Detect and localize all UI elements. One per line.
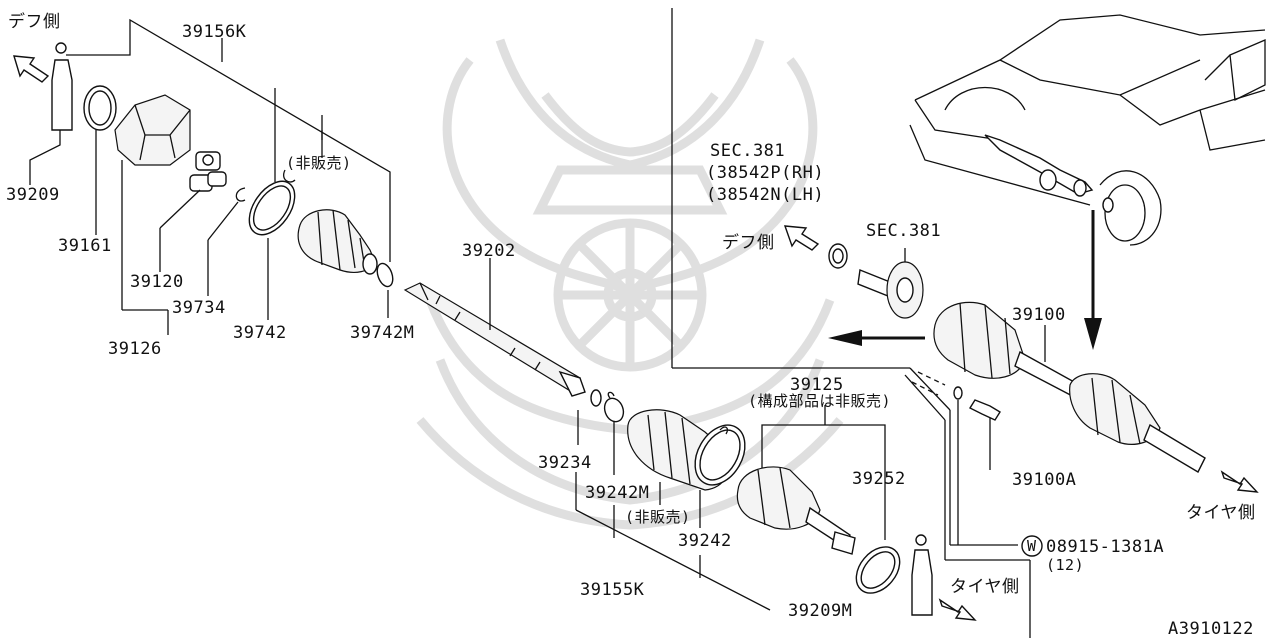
spider-39120[interactable] bbox=[159, 151, 227, 272]
ring-39234[interactable] bbox=[575, 389, 771, 611]
label-39126: 39126 bbox=[108, 339, 162, 359]
ring-39252[interactable] bbox=[847, 539, 908, 602]
label-tire-side-right: タイヤ側 bbox=[1186, 503, 1256, 523]
label-not-sold-left: (非販売) bbox=[286, 154, 352, 172]
label-washer-symbol: W bbox=[1027, 537, 1037, 555]
label-not-sold-right: (非販売) bbox=[625, 508, 691, 526]
label-39161: 39161 bbox=[58, 236, 112, 256]
ring-39161[interactable] bbox=[83, 85, 117, 235]
group-39156k bbox=[66, 18, 391, 262]
label-sec381-top: SEC.381 bbox=[710, 141, 785, 161]
label-39242m: 39242M bbox=[585, 483, 649, 503]
vehicle-outline bbox=[909, 14, 1266, 246]
label-diff-side-top: デフ側 bbox=[8, 11, 61, 32]
label-38542n: (38542N(LH) bbox=[706, 185, 824, 205]
pointer-arrow-down bbox=[1084, 210, 1102, 350]
label-diff-side-middle: デフ側 bbox=[722, 232, 775, 253]
label-39120: 39120 bbox=[130, 272, 184, 292]
grease-tube-39209[interactable] bbox=[29, 42, 73, 185]
label-39155k: 39155K bbox=[580, 580, 645, 600]
tire-side-arrow-right bbox=[1220, 470, 1259, 493]
frame-lines bbox=[671, 8, 1031, 638]
label-39742: 39742 bbox=[233, 323, 287, 343]
label-39100a: 39100A bbox=[1012, 470, 1076, 490]
label-08915: 08915-1381A bbox=[1046, 537, 1164, 557]
label-39125: 39125 bbox=[790, 375, 844, 395]
watermark-crest bbox=[416, 38, 844, 530]
label-sec381-right: SEC.381 bbox=[866, 221, 941, 241]
label-qty-12: (12) bbox=[1046, 556, 1084, 574]
label-39234: 39234 bbox=[538, 453, 592, 473]
clamp-39742m[interactable] bbox=[374, 261, 395, 318]
label-38542p: (38542P(RH) bbox=[706, 163, 824, 183]
label-tire-side-bottom: タイヤ側 bbox=[950, 577, 1020, 597]
cv-joint-39125[interactable] bbox=[736, 405, 886, 555]
shaft-39202[interactable] bbox=[403, 258, 586, 397]
pointer-arrow-left bbox=[828, 330, 925, 346]
labels: デフ側 39156K 39209 39161 39120 39734 39126… bbox=[6, 11, 1256, 638]
seal-38542[interactable] bbox=[828, 243, 848, 269]
boot-left[interactable] bbox=[297, 209, 378, 275]
grease-tube-39209m[interactable] bbox=[911, 534, 933, 616]
bolt-39100a[interactable] bbox=[911, 371, 1001, 545]
band-39742[interactable] bbox=[240, 169, 304, 320]
label-39202: 39202 bbox=[462, 241, 516, 261]
drive-shaft-39100[interactable] bbox=[933, 301, 1206, 473]
tire-side-arrow-bottom bbox=[938, 598, 977, 621]
label-diagram-code: A3910122 bbox=[1168, 619, 1254, 638]
label-39209: 39209 bbox=[6, 185, 60, 205]
diff-side-arrow-top bbox=[13, 55, 50, 83]
label-39242: 39242 bbox=[678, 531, 732, 551]
label-39734: 39734 bbox=[172, 298, 226, 318]
label-kit-not-sold: (構成部品は非販売) bbox=[748, 392, 891, 410]
clip-39242m[interactable] bbox=[601, 391, 626, 538]
label-39156k: 39156K bbox=[182, 22, 247, 42]
label-39742m: 39742M bbox=[350, 323, 414, 343]
joint-housing[interactable] bbox=[114, 94, 191, 335]
diff-side-arrow-middle bbox=[783, 225, 820, 251]
label-39209m: 39209M bbox=[788, 601, 852, 621]
label-39100: 39100 bbox=[1012, 305, 1066, 325]
label-39252: 39252 bbox=[852, 469, 906, 489]
flange-sec381[interactable] bbox=[857, 248, 924, 319]
washer-symbol-icon bbox=[1021, 535, 1043, 557]
snap-ring-39734[interactable] bbox=[207, 187, 246, 296]
boot-middle[interactable] bbox=[627, 409, 755, 578]
